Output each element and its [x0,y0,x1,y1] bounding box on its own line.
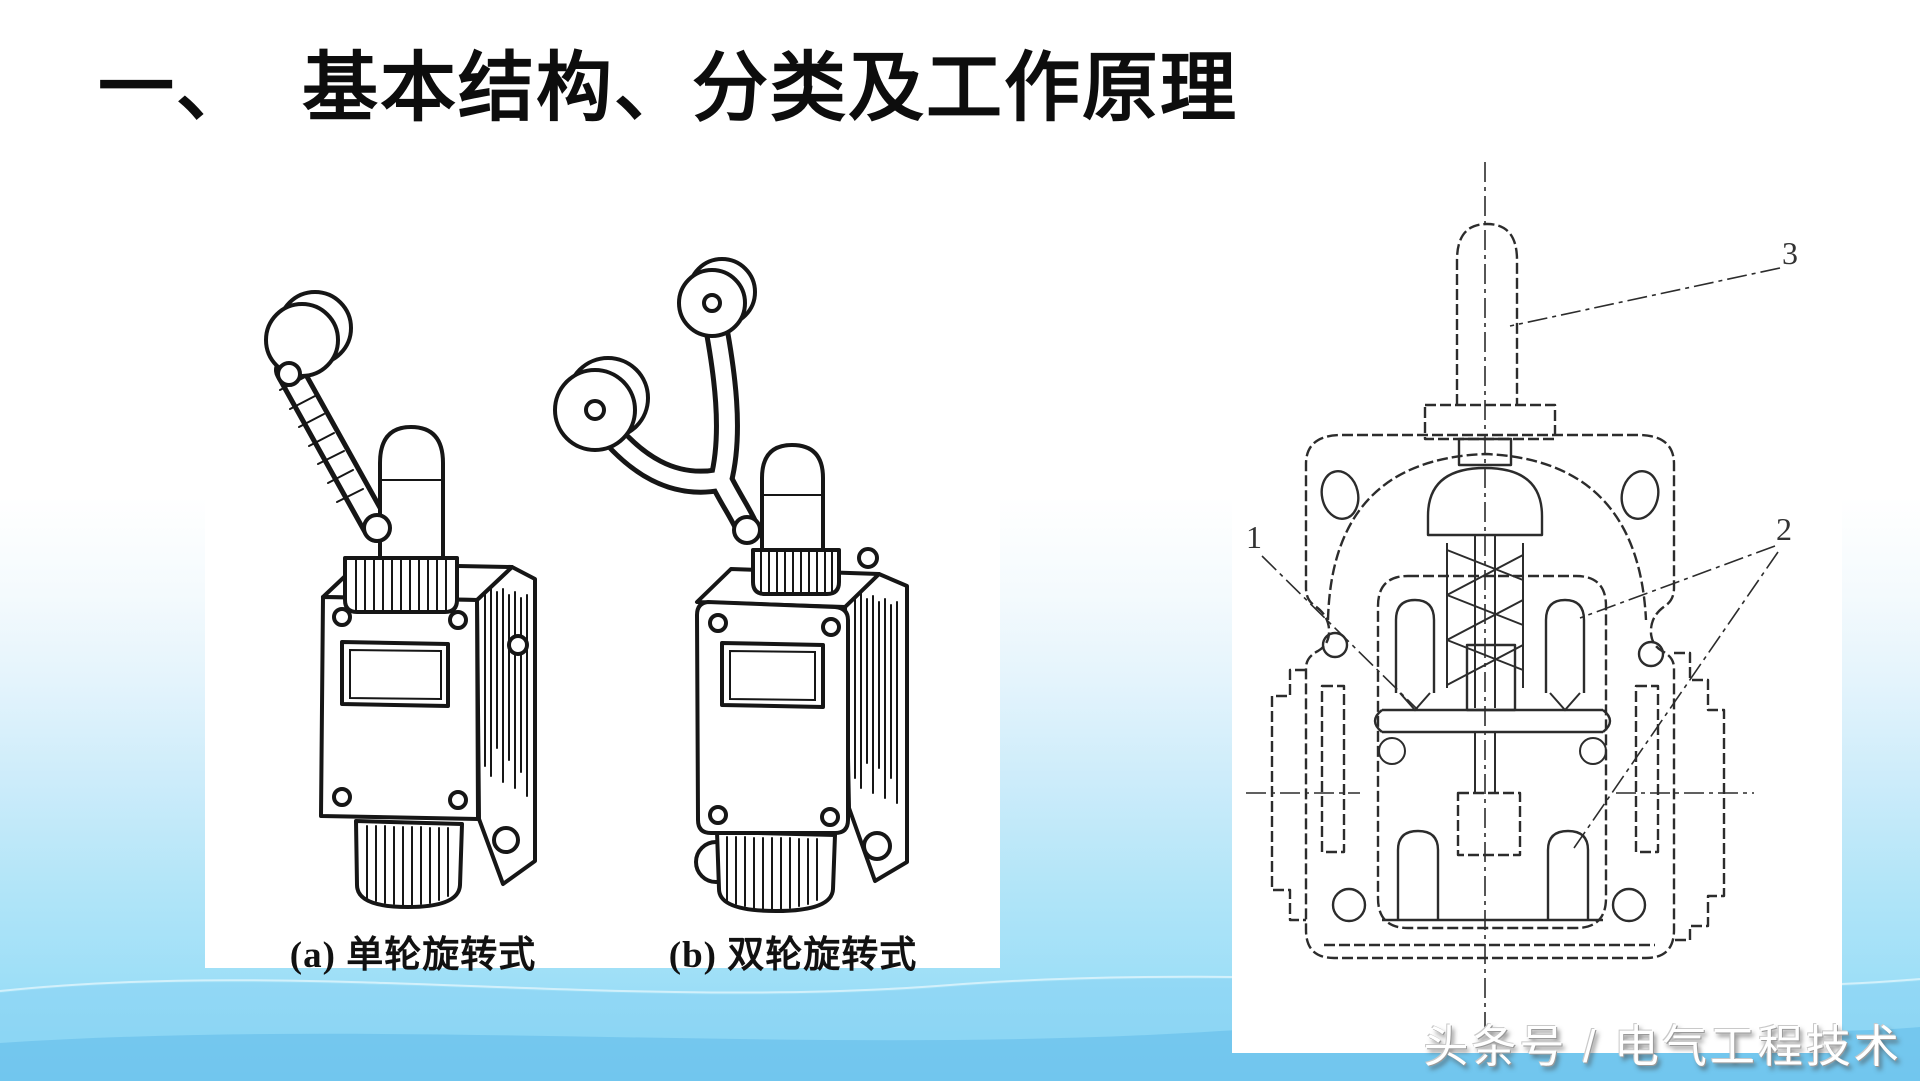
leader-line-3 [1509,267,1781,327]
static-contact [1396,829,1440,920]
plate-hatching [484,585,528,797]
title-number: 一、 [98,47,254,131]
gland-ribs [726,836,818,910]
contact-chamber [1376,574,1608,930]
label-window [340,640,450,708]
mounting-hole [492,826,520,854]
figure-panel-cross-section: 1 2 3 [1232,148,1842,1053]
caption-single-roller: (a) 单轮旋转式 [289,935,537,976]
plunger-head [378,425,445,562]
plunger-head [760,443,825,554]
plunger-rod [1455,222,1519,405]
part-label-1: 1 [1246,519,1262,555]
spring-seat [1426,466,1544,537]
title-text: 基本结构、分类及工作原理 [302,47,1238,131]
leader-line-2b [1573,551,1779,849]
switch-body [319,595,480,821]
leader-line-2a [1579,545,1776,619]
switch-drawing-double-roller [553,257,909,913]
collar-ribs [355,559,447,611]
switch-body [695,600,850,835]
mounting-hole [1611,887,1647,923]
lever-pivot [732,515,762,545]
cable-gland [354,819,464,909]
plate-hatching [854,592,898,804]
collar-ribs [760,551,833,593]
leader-line-1 [1261,555,1419,711]
figure-panel-rotary-switches: (a) 单轮旋转式 (b) 双轮旋转式 [205,148,1000,976]
caption-double-roller: (b) 双轮旋转式 [668,935,918,976]
side-tab-right [1674,651,1726,942]
mounting-hole [507,634,529,656]
side-tab-left [1270,668,1306,922]
page-title: 一、基本结构、分类及工作原理 [98,26,1238,136]
mounting-hole [1331,887,1367,923]
static-contact [1394,598,1436,693]
housing-outline [1304,433,1676,960]
label-window [720,641,825,709]
contact-bridge [1373,643,1612,765]
static-contact [1544,598,1586,693]
mounting-hole [1620,470,1660,520]
switch-drawing-single-roller [264,290,537,909]
lever-pivot [362,513,392,543]
static-contact [1546,829,1590,920]
mounting-hole [862,831,892,861]
part-label-3: 3 [1782,235,1798,271]
contact-stem [1474,535,1496,793]
plunger-flange [1423,403,1557,441]
gland-ribs [366,825,449,906]
mounting-hole [1320,470,1360,520]
cable-gland [715,830,837,913]
part-label-2: 2 [1776,511,1792,547]
limit-switch-drawings [264,257,909,913]
ribbed-collar [751,548,841,596]
mounting-hole [857,547,879,569]
limit-switch-cross-section: 1 2 3 [1246,162,1798,1033]
return-spring [1446,543,1524,688]
watermark-text: 头条号 / 电气工程技术 [1423,1021,1902,1072]
housing-inner-arch [1326,452,1648,621]
